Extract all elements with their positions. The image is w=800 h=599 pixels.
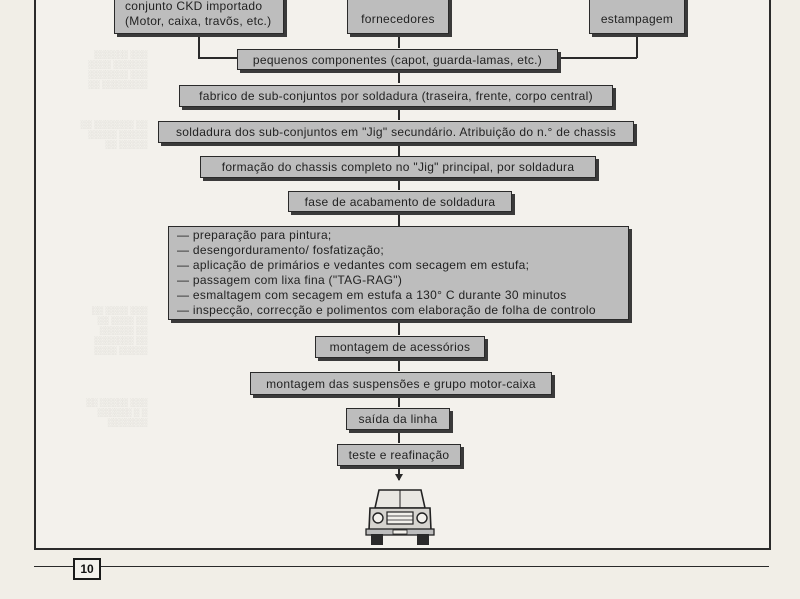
connector-line	[398, 143, 400, 156]
pintura-step-item: — aplicação de primários e vedantes com …	[177, 258, 530, 272]
pintura-step-item: — desengorduramento/ fosfatização;	[177, 243, 384, 257]
box-montagem-suspensoes-label: montagem das suspensões e grupo motor-ca…	[266, 376, 536, 391]
ghost-text-2: ░░ ░░░░░░░ ░░░░░░░ ░░░░░░░ ░░░░░	[80, 120, 147, 149]
box-teste-reafinacao: teste e reafinação	[337, 444, 461, 466]
connector-line	[398, 212, 400, 226]
ghost-text-1: ░░░░░░ ░░░░░░░ ░░░░░░░░░░░░░ ░░░░░ ░░░░░…	[88, 50, 147, 89]
connector-line	[398, 430, 400, 443]
box-estampagem: estampagem	[589, 0, 685, 34]
box-soldadura-jig-secundario: soldadura dos sub-conjuntos em "Jig" sec…	[158, 121, 634, 143]
connector-line	[398, 320, 400, 335]
pintura-step-item: — esmaltagem com secagem em estufa a 130…	[177, 288, 567, 302]
box-fornecedores-label: fornecedores	[361, 12, 435, 26]
box-saida-label: saída da linha	[358, 412, 438, 426]
box-montagem-acessorios: montagem de acessórios	[315, 336, 485, 358]
connector-line	[398, 70, 400, 83]
box-fabrico-sub-conjuntos: fabrico de sub-conjuntos por soldadura (…	[179, 85, 613, 107]
page-number-label: 10	[80, 562, 94, 576]
connector-line	[398, 395, 400, 407]
box-fabrico-label: fabrico de sub-conjuntos por soldadura (…	[199, 89, 593, 103]
box-soldadura-label: soldadura dos sub-conjuntos em "Jig" sec…	[176, 125, 616, 139]
box-fornecedores: fornecedores	[347, 0, 449, 34]
box-ckd-line2: (Motor, caixa, travõs, etc.)	[125, 14, 272, 28]
connector-line	[398, 466, 400, 480]
box-fase-acabamento: fase de acabamento de soldadura	[288, 191, 512, 212]
box-teste-label: teste e reafinação	[348, 448, 450, 462]
connector-line	[636, 35, 638, 58]
box-saida-linha: saída da linha	[346, 408, 450, 430]
ghost-text-4: ░░ ░░░░░ ░░░░░░░░░ ░ ░░░░░░░░	[85, 398, 147, 427]
box-montagem-suspensoes: montagem das suspensões e grupo motor-ca…	[250, 372, 552, 395]
box-pequenos-label: pequenos componentes (capot, guarda-lama…	[252, 52, 543, 67]
ghost-text-3: ░░ ░░░░ ░░░░░ ░░░░ ░░░░░░░░ ░░░░░░░░░ ░░…	[91, 306, 147, 355]
connector-line	[198, 32, 200, 58]
box-acabamento-label: fase de acabamento de soldadura	[304, 194, 496, 209]
page-number: 10	[73, 558, 101, 580]
box-montagem-acessorios-label: montagem de acessórios	[329, 340, 471, 354]
pintura-step-item: — passagem com lixa fina ("TAG-RAG")	[177, 273, 403, 287]
box-pequenos-componentes: pequenos componentes (capot, guarda-lama…	[237, 49, 558, 70]
pintura-step-item: — preparação para pintura;	[177, 228, 332, 242]
jeep-front-icon	[365, 489, 435, 545]
connector-line	[398, 358, 400, 371]
connector-line	[560, 57, 637, 59]
arrow-head	[395, 474, 403, 481]
bottom-rule	[34, 566, 769, 567]
box-ckd-importado: conjunto CKD importado (Motor, caixa, tr…	[114, 0, 284, 34]
connector-line	[198, 57, 238, 59]
connector-line	[398, 178, 400, 190]
box-pintura-steps: — preparação para pintura;— desengordura…	[168, 226, 629, 320]
box-ckd-line1: conjunto CKD importado	[125, 0, 263, 13]
box-estampagem-label: estampagem	[600, 12, 674, 26]
box-formacao-label: formação do chassis completo no "Jig" pr…	[221, 160, 575, 174]
pintura-step-item: — inspecção, correcção e polimentos com …	[177, 303, 596, 317]
connector-line	[398, 35, 400, 48]
connector-line	[398, 107, 400, 120]
box-formacao-chassis: formação do chassis completo no "Jig" pr…	[200, 156, 596, 178]
